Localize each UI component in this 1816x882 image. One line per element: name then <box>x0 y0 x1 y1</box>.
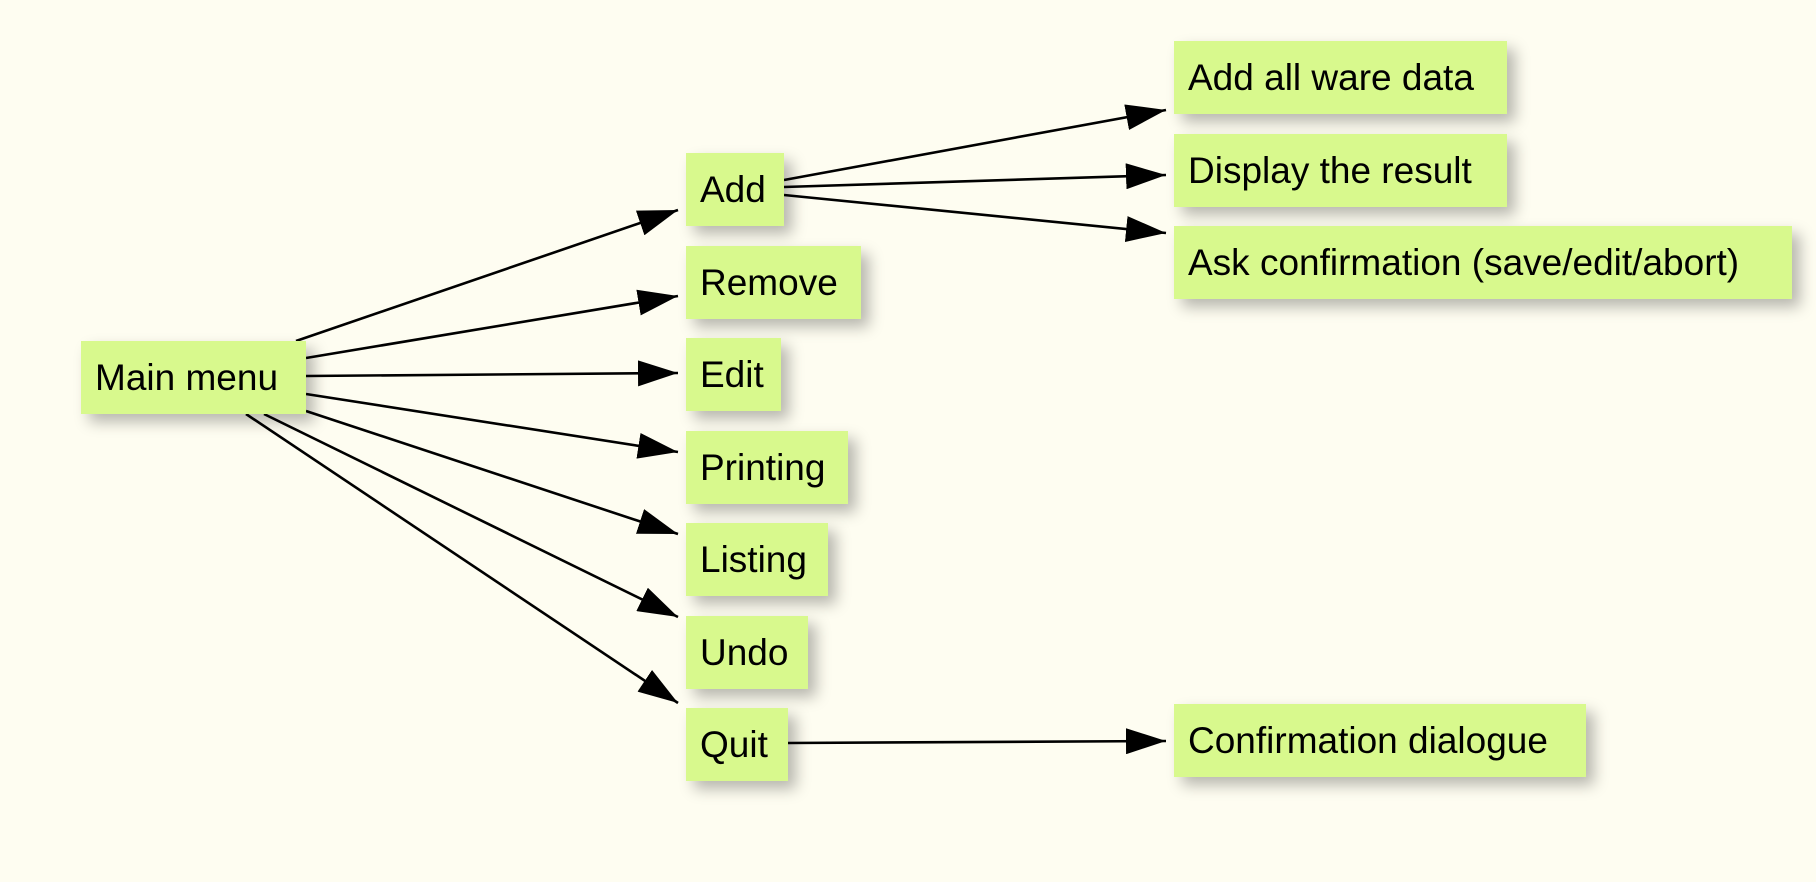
edge-main-menu-to-quit <box>245 412 679 705</box>
edge-add-to-display-the-result <box>783 163 1167 190</box>
node-add-all-ware-data: Add all ware data <box>1174 41 1507 114</box>
edge-quit-to-confirmation-dialogue <box>787 728 1167 755</box>
node-label: Display the result <box>1188 149 1472 191</box>
node-label: Edit <box>700 353 764 395</box>
node-main-menu: Main menu <box>81 341 306 414</box>
edge-main-menu-to-printing <box>305 392 679 459</box>
edge-main-menu-to-add <box>295 208 679 343</box>
node-label: Remove <box>700 261 838 303</box>
edge-add-to-ask-confirmation <box>783 193 1167 242</box>
edge-add-to-add-all-ware-data <box>783 104 1167 182</box>
node-remove: Remove <box>686 246 861 319</box>
node-quit: Quit <box>686 708 788 781</box>
node-label: Ask confirmation (save/edit/abort) <box>1188 241 1740 283</box>
node-confirmation-dialogue: Confirmation dialogue <box>1174 704 1586 777</box>
node-label: Add <box>700 168 766 210</box>
node-edit: Edit <box>686 338 781 411</box>
node-undo: Undo <box>686 616 808 689</box>
edge-main-menu-to-remove <box>305 289 679 360</box>
node-ask-confirmation: Ask confirmation (save/edit/abort) <box>1174 226 1792 299</box>
node-label: Quit <box>700 723 768 765</box>
node-label: Add all ware data <box>1188 56 1474 98</box>
node-label: Listing <box>700 538 807 580</box>
edge-main-menu-to-edit <box>305 360 679 387</box>
node-label: Confirmation dialogue <box>1188 719 1548 761</box>
node-add: Add <box>686 153 784 226</box>
node-label: Printing <box>700 446 826 488</box>
node-printing: Printing <box>686 431 848 504</box>
node-display-the-result: Display the result <box>1174 134 1507 207</box>
edge-main-menu-to-listing <box>305 409 679 536</box>
edge-main-menu-to-undo <box>263 412 679 619</box>
node-listing: Listing <box>686 523 828 596</box>
node-label: Undo <box>700 631 789 673</box>
node-label: Main menu <box>95 356 279 398</box>
